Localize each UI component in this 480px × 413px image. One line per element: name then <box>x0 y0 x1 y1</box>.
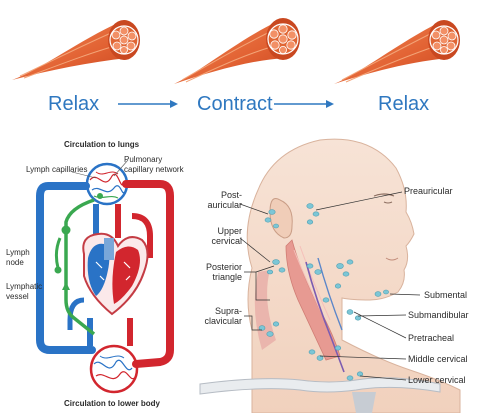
arterial-flow-arrows <box>150 180 174 316</box>
clavicle <box>199 377 441 395</box>
circulation-diagram <box>36 159 174 394</box>
title-circulation-lungs: Circulation to lungs <box>64 140 140 149</box>
lower-body-capillary-network <box>89 344 139 394</box>
label-submental: Submental <box>424 290 468 300</box>
stage-arrow-1 <box>118 100 178 108</box>
label-lymph-capillaries: Lymph capillaries <box>26 165 88 174</box>
title-circulation-lower-body: Circulation to lower body <box>64 399 161 408</box>
stage-label-relax-2: Relax <box>378 93 430 115</box>
label-middle-cervical: Middle cervical <box>408 354 468 364</box>
head-neck-silhouette <box>246 138 461 413</box>
lymph-nodes <box>258 203 389 381</box>
muscle-relaxed-left <box>12 20 140 80</box>
label-submandibular: Submandibular <box>408 310 469 320</box>
lung-capillary-network <box>85 162 129 206</box>
label-lower-cervical: Lower cervical <box>408 375 466 385</box>
label-pulmonary-network: Pulmonary capillary network <box>124 155 184 174</box>
stage-label-contract: Contract <box>197 93 273 115</box>
label-lymphatic-vessel: Lymphatic vessel <box>6 282 43 301</box>
lymph-flow-arrows <box>62 282 70 290</box>
label-posterior-triangle: Posterior triangle <box>205 262 242 282</box>
label-preauricular: Preauricular <box>404 186 453 196</box>
stage-label-relax-1: Relax <box>48 93 100 115</box>
neck-diagram <box>199 138 461 413</box>
label-upper-cervical: Upper cervical <box>211 226 242 246</box>
venous-flow-arrows <box>36 182 64 300</box>
stage-arrow-2 <box>274 100 334 108</box>
heart <box>82 232 149 316</box>
label-supraclavicular: Supra- clavicular <box>204 306 242 326</box>
label-pretracheal: Pretracheal <box>408 333 455 343</box>
muscle-relaxed-right <box>334 20 460 84</box>
label-lymph-node: Lymph node <box>6 248 30 267</box>
lymph-node-dot <box>61 225 71 235</box>
label-post-auricular: Post- auricular <box>207 190 242 210</box>
leader-lines <box>239 191 421 381</box>
muscle-contracted <box>174 18 300 84</box>
